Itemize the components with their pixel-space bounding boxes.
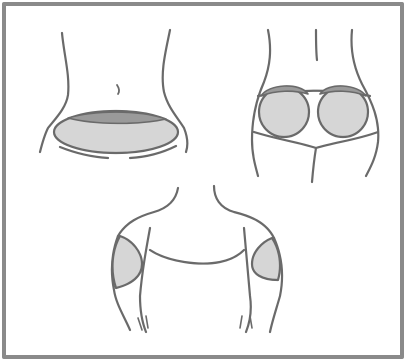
spine-line: [316, 30, 317, 60]
frame-border: [4, 4, 402, 357]
